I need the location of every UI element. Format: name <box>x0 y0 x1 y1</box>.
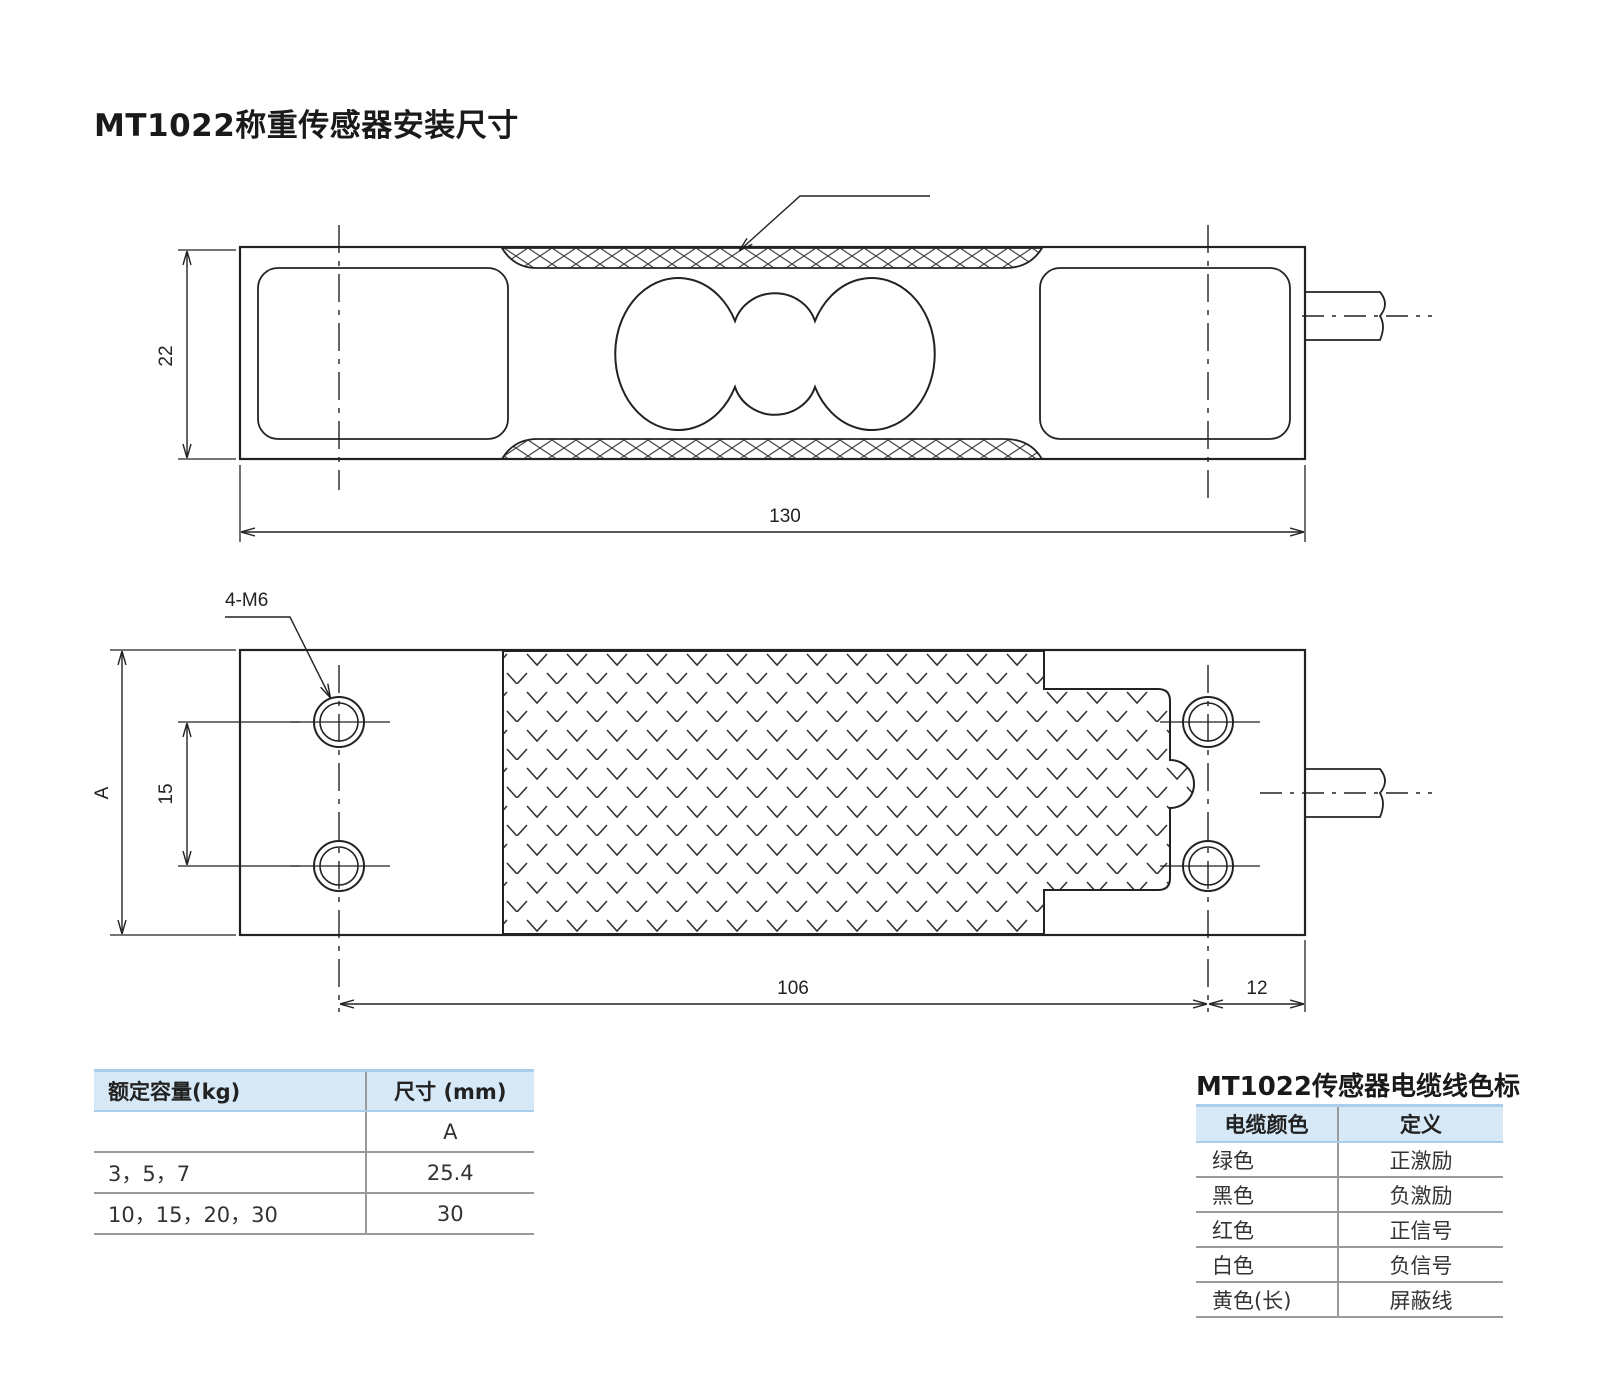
cable-color-cell: 红色 <box>1196 1212 1339 1248</box>
table-row: 绿色 正激励 <box>1196 1142 1503 1178</box>
capacity-cell: 3，5，7 <box>94 1152 367 1194</box>
top-view <box>178 195 1432 542</box>
definition-cell: 正信号 <box>1338 1212 1503 1248</box>
definition-cell: 负激励 <box>1338 1177 1503 1213</box>
table-row: 3，5，7 25.4 <box>94 1152 534 1194</box>
cable-color-cell: 白色 <box>1196 1247 1339 1283</box>
definition-header: 定义 <box>1338 1104 1503 1143</box>
definition-cell: 屏蔽线 <box>1338 1282 1503 1318</box>
capacity-cell: 10，15，20，30 <box>94 1193 367 1235</box>
size-subheader: A <box>365 1111 534 1153</box>
page-title: MT1022称重传感器安装尺寸 <box>94 108 519 144</box>
table-row: 白色 负信号 <box>1196 1247 1503 1283</box>
bottom-cable <box>1305 768 1386 818</box>
table-row: 黄色(长) 屏蔽线 <box>1196 1282 1503 1318</box>
bottom-gauge-band <box>500 438 1044 460</box>
dim-A-label: A <box>92 786 113 799</box>
size-cell: 25.4 <box>365 1152 534 1194</box>
dim-12-label: 12 <box>1246 978 1267 999</box>
hole-spec-label: 4-M6 <box>225 590 268 611</box>
bottom-view <box>110 616 1432 1012</box>
dim-106-label: 106 <box>777 978 809 999</box>
cable-color-table: 电缆颜色 定义 绿色 正激励 黑色 负激励 红色 正信号 白色 负信号 黄色(长… <box>1196 1104 1503 1318</box>
cable-color-header: 电缆颜色 <box>1196 1104 1339 1143</box>
cover-plate <box>502 650 1195 935</box>
capacity-table: 额定容量(kg) 尺寸 (mm) A 3，5，7 25.4 10，15，20，3… <box>94 1069 534 1235</box>
dim-22-label: 22 <box>156 345 177 366</box>
top-gauge-band <box>500 247 1044 269</box>
load-cell-drawing: 22 130 4 <box>92 195 1432 1012</box>
cable-color-cell: 绿色 <box>1196 1142 1339 1178</box>
cable-color-cell: 黑色 <box>1196 1177 1339 1213</box>
table-row: 10，15，20，30 30 <box>94 1193 534 1235</box>
cable-table-title: MT1022传感器电缆线色标 <box>1196 1072 1520 1102</box>
binocular-hole <box>614 277 936 431</box>
cable-color-cell: 黄色(长) <box>1196 1282 1339 1318</box>
dim-15-label: 15 <box>156 783 177 804</box>
table-row: 黑色 负激励 <box>1196 1177 1503 1213</box>
left-pocket <box>257 267 509 440</box>
definition-cell: 正激励 <box>1338 1142 1503 1178</box>
definition-cell: 负信号 <box>1338 1247 1503 1283</box>
dim-130-label: 130 <box>769 506 801 527</box>
table-row: 红色 正信号 <box>1196 1212 1503 1248</box>
size-cell: 30 <box>365 1193 534 1235</box>
right-pocket <box>1039 267 1291 440</box>
table-row: A <box>94 1111 534 1153</box>
top-view-body <box>238 245 1307 461</box>
top-cable <box>1305 291 1386 341</box>
capacity-header: 额定容量(kg) <box>94 1069 367 1112</box>
size-header: 尺寸 (mm) <box>365 1069 534 1112</box>
